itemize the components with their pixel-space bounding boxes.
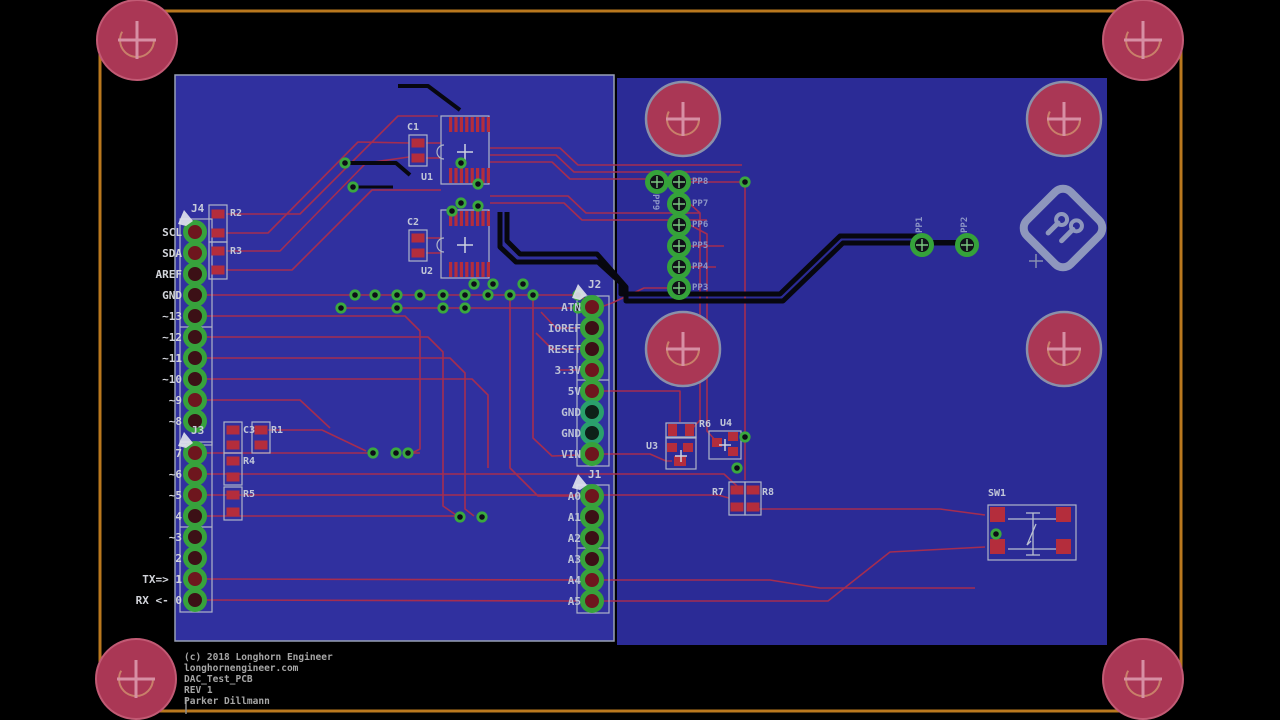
pin-label: GND (561, 427, 581, 440)
brand-logo (1019, 184, 1107, 272)
ref-r4: R4 (243, 456, 256, 467)
tp-label: PP6 (692, 220, 709, 230)
mounting-hole (95, 638, 177, 720)
pin1-markers (178, 210, 587, 490)
pin-label: ~10 (162, 373, 182, 386)
mounting-hole (96, 0, 178, 81)
pin-label: ~6 (168, 468, 182, 481)
u1-pins (449, 117, 490, 183)
mounting-holes[interactable] (95, 0, 1184, 720)
tp-label: PP5 (692, 241, 709, 251)
ref-r5: R5 (243, 489, 256, 500)
pin-label: 2 (175, 552, 182, 565)
pin-label: AREF (155, 268, 183, 281)
ref-c2: C2 (407, 217, 420, 228)
titleblock-line: REV 1 (184, 685, 213, 696)
mounting-hole (1102, 638, 1184, 720)
signal-traces[interactable] (205, 115, 986, 602)
pin-label: ~9 (168, 394, 182, 407)
j2-pads[interactable] (580, 295, 604, 466)
ref-j4: J4 (191, 202, 205, 215)
pin-label: RX <- 0 (135, 594, 182, 607)
ref-u2: U2 (421, 266, 434, 277)
tp-label: PP4 (692, 262, 709, 272)
ic-pins[interactable] (449, 117, 490, 277)
mounting-hole (1025, 80, 1103, 158)
ref-u1: U1 (421, 172, 434, 183)
tp-label: PP3 (692, 283, 709, 293)
silkscreen-outlines (179, 115, 1077, 614)
pin-label: A2 (567, 532, 581, 545)
pin-label: SDA (162, 247, 182, 260)
pin-label: A0 (567, 490, 581, 503)
ref-r3: R3 (230, 246, 243, 257)
ref-c3: C3 (243, 425, 256, 436)
mounting-hole (644, 310, 722, 388)
smd-pads[interactable] (211, 138, 1072, 555)
pin-label: 4 (175, 510, 182, 523)
mounting-hole (1025, 310, 1103, 388)
tp-label-pp2: PP2 (960, 216, 970, 233)
ref-u4: U4 (720, 418, 733, 429)
pin-label: GND (162, 289, 182, 302)
pin-label: TX=> 1 (142, 573, 182, 586)
ref-r7: R7 (712, 487, 725, 498)
tp-label: PP8 (692, 177, 709, 187)
pin-label: RESET (547, 343, 581, 356)
titleblock-line: longhornengineer.com (184, 663, 299, 674)
ref-r1: R1 (271, 425, 284, 436)
ref-r2: R2 (230, 208, 243, 219)
ref-j2: J2 (588, 278, 602, 291)
ref-u3: U3 (646, 441, 659, 452)
mounting-hole (644, 80, 722, 158)
ref-r8: R8 (762, 487, 775, 498)
ref-j3: J3 (191, 424, 205, 437)
tp-label-pp1: PP1 (915, 216, 925, 233)
pin-label: A5 (567, 595, 581, 608)
sw1-symbol (1008, 512, 1056, 556)
ref-j1: J1 (588, 468, 602, 481)
pin-label: A1 (567, 511, 581, 524)
testpoint-crosses (651, 176, 973, 294)
pin-label: 3.3V (554, 364, 582, 377)
ref-sw1: SW1 (988, 488, 1007, 499)
pin-label: ~13 (162, 310, 182, 323)
titleblock-line: DAC_Test_PCB (184, 674, 253, 685)
component-origin-crosses (457, 144, 1043, 462)
pin-label: ~3 (168, 531, 182, 544)
pin-label: ~5 (168, 489, 182, 502)
u2-pins (449, 211, 490, 277)
pin-label: SCL (162, 226, 182, 239)
titleblock-line: (c) 2018 Longhorn Engineer (184, 652, 333, 663)
testpoint-pads[interactable] (645, 170, 979, 300)
tp-label: PP7 (692, 199, 709, 209)
pin-label: 5V (567, 385, 581, 398)
j3-pads[interactable] (183, 441, 207, 612)
mounting-hole (1102, 0, 1184, 81)
pin-label: ~12 (162, 331, 182, 344)
pin-label: ATN (561, 301, 581, 314)
pin-label: A4 (567, 574, 581, 587)
pin-label: A3 (567, 553, 581, 566)
titleblock-line: Parker Dillmann (184, 696, 270, 707)
ref-c1: C1 (407, 122, 420, 133)
tp-label-pp9: PP9 (650, 194, 660, 211)
j1-pads[interactable] (580, 484, 604, 613)
pin-label: ~11 (162, 352, 182, 365)
pin-label: GND (561, 406, 581, 419)
pin-label: 7 (175, 447, 182, 460)
top-layer-traces[interactable] (345, 84, 962, 304)
j4-pads[interactable] (183, 220, 207, 433)
board-outline[interactable] (98, 9, 1183, 713)
pin-label: VIN (561, 448, 581, 461)
pin-label: IOREF (547, 322, 581, 335)
pin-label: ~8 (168, 415, 182, 428)
ref-r6: R6 (699, 419, 712, 430)
